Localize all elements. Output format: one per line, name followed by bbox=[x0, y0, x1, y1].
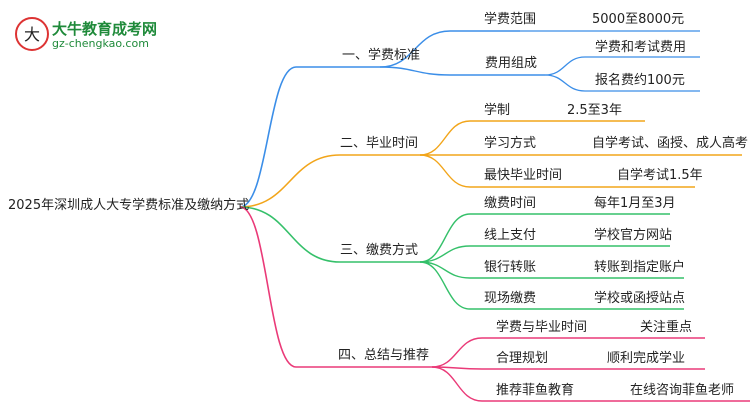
connector-branch3-item2 bbox=[419, 245, 670, 263]
svg-text:大: 大 bbox=[24, 25, 40, 44]
leaf-online-payment-value: 学校官方网站 bbox=[594, 228, 673, 243]
connector-branch4-item2 bbox=[431, 366, 705, 370]
leaf-fee-composition-1: 学费和考试费用 bbox=[595, 40, 687, 55]
leaf-fastest-graduation-value: 自学考试1.5年 bbox=[617, 168, 703, 183]
node-recommendation: 推荐菲鱼教育 bbox=[496, 383, 575, 398]
branch-graduation-time: 二、毕业时间 bbox=[340, 136, 419, 151]
node-online-payment: 线上支付 bbox=[484, 228, 537, 243]
node-fee-range: 学费范围 bbox=[484, 12, 537, 27]
site-logo: 大 大牛教育成考网 gz-chengkao.com bbox=[6, 14, 196, 54]
node-fee-composition: 费用组成 bbox=[485, 56, 538, 71]
node-fee-and-graduation: 学费与毕业时间 bbox=[496, 320, 588, 335]
branch-fee-standard: 一、学费标准 bbox=[342, 48, 421, 63]
connector-root-branch2 bbox=[239, 154, 420, 208]
branch-payment-method: 三、缴费方式 bbox=[340, 243, 419, 258]
leaf-payment-time-value: 每年1月至3月 bbox=[594, 196, 676, 211]
leaf-bank-transfer-value: 转账到指定账户 bbox=[594, 260, 686, 275]
connector-branch3-item1 bbox=[419, 213, 670, 263]
root-node: 2025年深圳成人大专学费标准及缴纳方式 bbox=[8, 198, 250, 213]
connector-branch2-item3 bbox=[419, 154, 695, 188]
leaf-recommendation-value: 在线咨询菲鱼老师 bbox=[630, 383, 735, 398]
node-study-length: 学制 bbox=[484, 103, 511, 118]
connector-root-branch4 bbox=[239, 206, 432, 368]
logo-title: 大牛教育成考网 bbox=[52, 20, 158, 38]
leaf-planning-value: 顺利完成学业 bbox=[607, 351, 686, 366]
node-bank-transfer: 银行转账 bbox=[484, 260, 537, 275]
connector-branch3-item3 bbox=[419, 261, 684, 279]
leaf-study-length-value: 2.5至3年 bbox=[567, 103, 622, 118]
node-onsite-payment: 现场缴费 bbox=[484, 291, 537, 306]
leaf-fee-and-graduation-value: 关注重点 bbox=[640, 320, 693, 335]
connector-branch1-sub1 bbox=[379, 30, 520, 68]
node-payment-time: 缴费时间 bbox=[484, 196, 537, 211]
leaf-fee-range-value: 5000至8000元 bbox=[592, 12, 685, 27]
connector-branch4-item1 bbox=[431, 337, 705, 368]
connector-sub2-leaf1 bbox=[544, 56, 700, 76]
leaf-study-mode-value: 自学考试、函授、成人高考 bbox=[592, 136, 749, 151]
leaf-onsite-payment-value: 学校或函授站点 bbox=[594, 291, 686, 306]
leaf-fee-composition-2: 报名费约100元 bbox=[595, 73, 685, 88]
connector-branch1-sub2 bbox=[379, 66, 545, 76]
logo-url: gz-chengkao.com bbox=[52, 37, 149, 50]
connector-root-branch1 bbox=[239, 66, 380, 208]
branch-summary: 四、总结与推荐 bbox=[338, 348, 430, 363]
logo-mark-icon: 大 bbox=[15, 17, 49, 51]
node-planning: 合理规划 bbox=[496, 351, 549, 366]
node-fastest-graduation: 最快毕业时间 bbox=[484, 168, 563, 183]
node-study-mode: 学习方式 bbox=[484, 136, 537, 151]
connector-branch3-item4 bbox=[419, 261, 684, 310]
connector-root-branch3 bbox=[239, 206, 420, 263]
connector-branch2-item1 bbox=[419, 120, 645, 156]
connector-branch4-item3 bbox=[431, 366, 750, 402]
connector-sub2-leaf2 bbox=[544, 74, 700, 92]
